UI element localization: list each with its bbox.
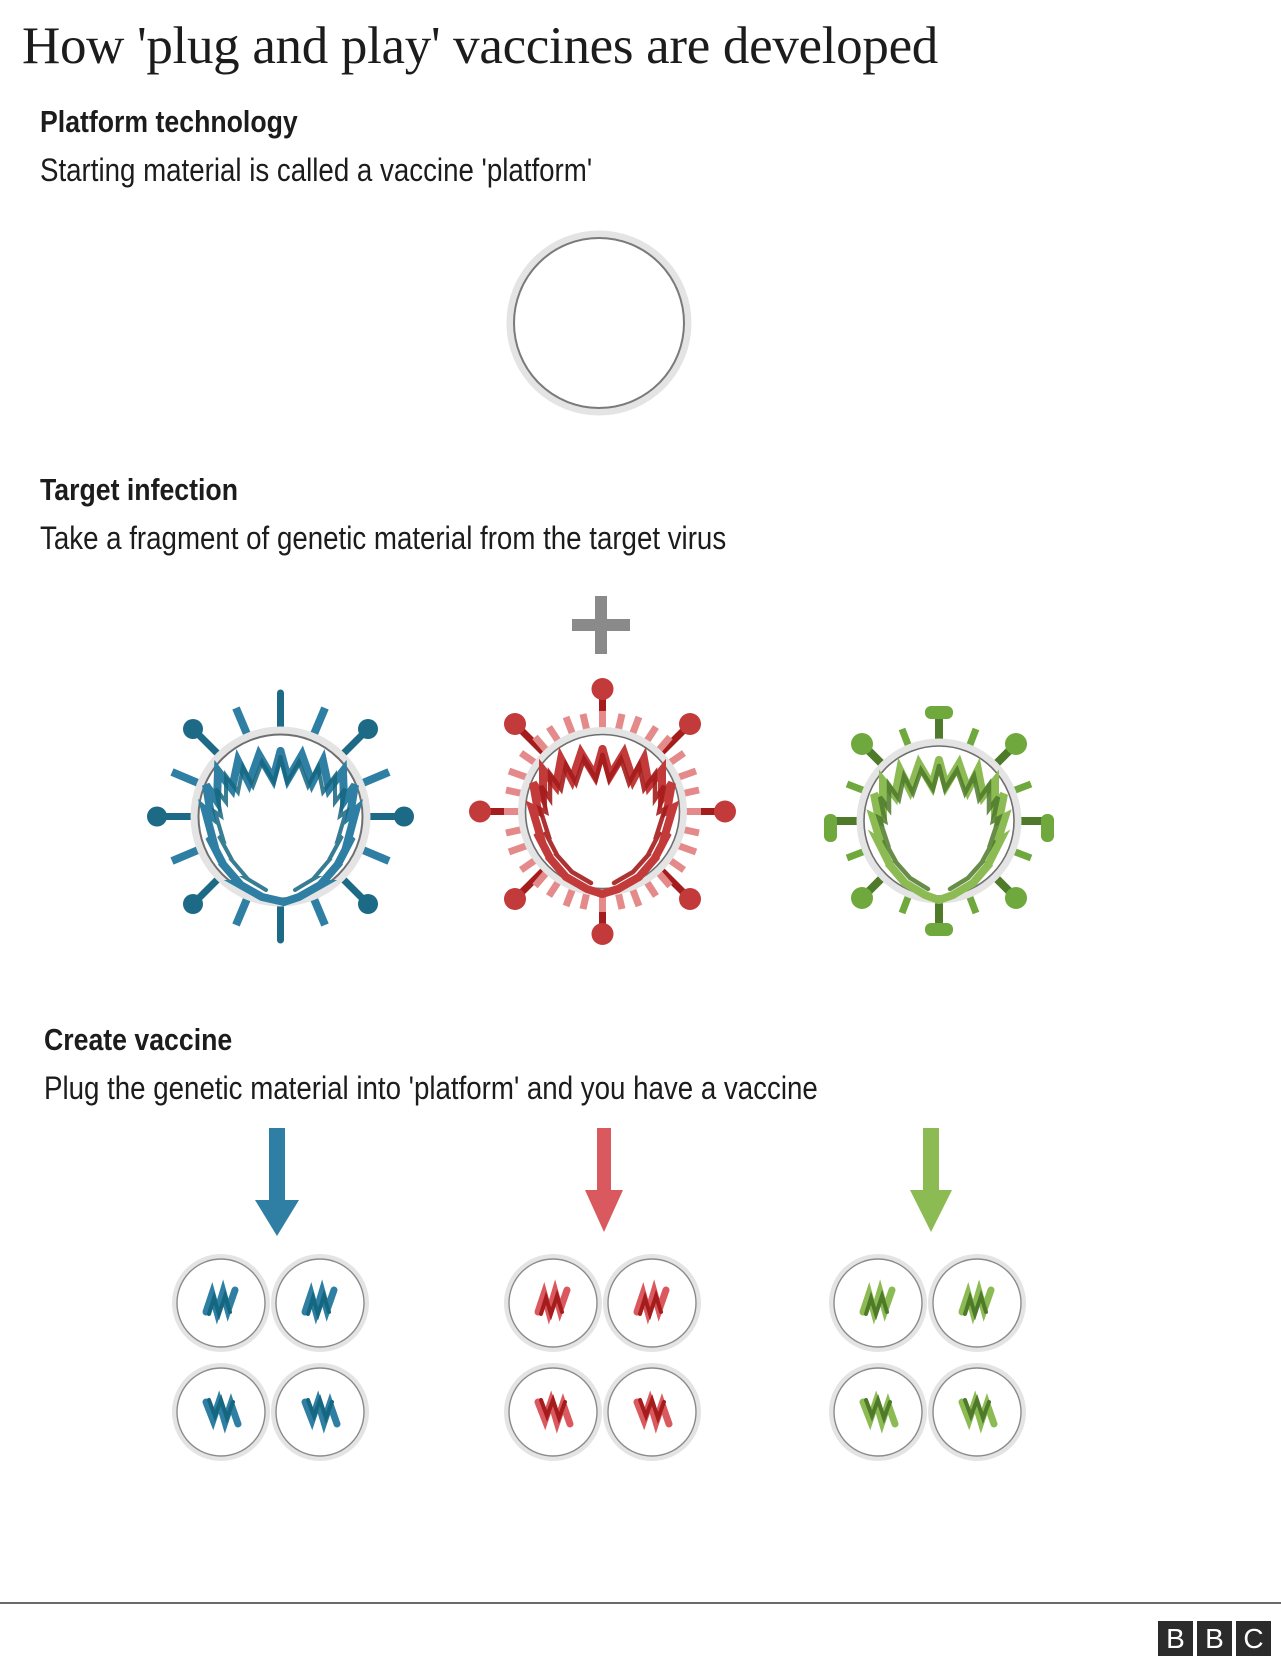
virus-particle-red bbox=[460, 669, 745, 959]
vaccine-dose-circle bbox=[829, 1363, 927, 1461]
vaccine-dose-circle bbox=[271, 1363, 369, 1461]
section-heading-target: Target infection bbox=[40, 472, 238, 507]
section-heading-create: Create vaccine bbox=[44, 1022, 233, 1057]
down-arrow-red-icon bbox=[578, 1128, 630, 1243]
bbc-logo: B B C bbox=[1158, 1621, 1271, 1656]
plus-icon bbox=[568, 592, 634, 663]
vaccine-dose-circle bbox=[172, 1363, 270, 1461]
vaccine-dose-circle bbox=[271, 1254, 369, 1352]
vaccine-dose-circle bbox=[603, 1254, 701, 1352]
vaccine-dose-circle bbox=[172, 1254, 270, 1352]
section-subheading-platform: Starting material is called a vaccine 'p… bbox=[40, 152, 593, 188]
section-subheading-target: Take a fragment of genetic material from… bbox=[40, 520, 727, 556]
down-arrow-green-icon bbox=[903, 1128, 959, 1243]
bbc-logo-letter-1: B bbox=[1158, 1621, 1193, 1656]
vaccine-group-blue bbox=[168, 1250, 373, 1470]
virus-particle-blue bbox=[143, 679, 418, 959]
vaccine-group-green bbox=[825, 1250, 1030, 1470]
platform-circle-icon bbox=[504, 228, 694, 423]
vaccine-dose-circle bbox=[504, 1363, 602, 1461]
vaccine-dose-circle bbox=[928, 1254, 1026, 1352]
section-subheading-create: Plug the genetic material into 'platform… bbox=[44, 1070, 818, 1106]
virus-particle-green bbox=[808, 690, 1070, 957]
bbc-logo-letter-3: C bbox=[1236, 1621, 1271, 1656]
down-arrow-blue-icon bbox=[248, 1128, 306, 1243]
vaccine-group-red bbox=[500, 1250, 705, 1470]
vaccine-dose-circle bbox=[928, 1363, 1026, 1461]
vaccine-dose-circle bbox=[829, 1254, 927, 1352]
bbc-logo-letter-2: B bbox=[1197, 1621, 1232, 1656]
vaccine-dose-circle bbox=[504, 1254, 602, 1352]
section-heading-platform: Platform technology bbox=[40, 104, 298, 139]
footer-divider bbox=[0, 1602, 1281, 1604]
vaccine-dose-circle bbox=[603, 1363, 701, 1461]
page-title: How 'plug and play' vaccines are develop… bbox=[22, 17, 938, 75]
